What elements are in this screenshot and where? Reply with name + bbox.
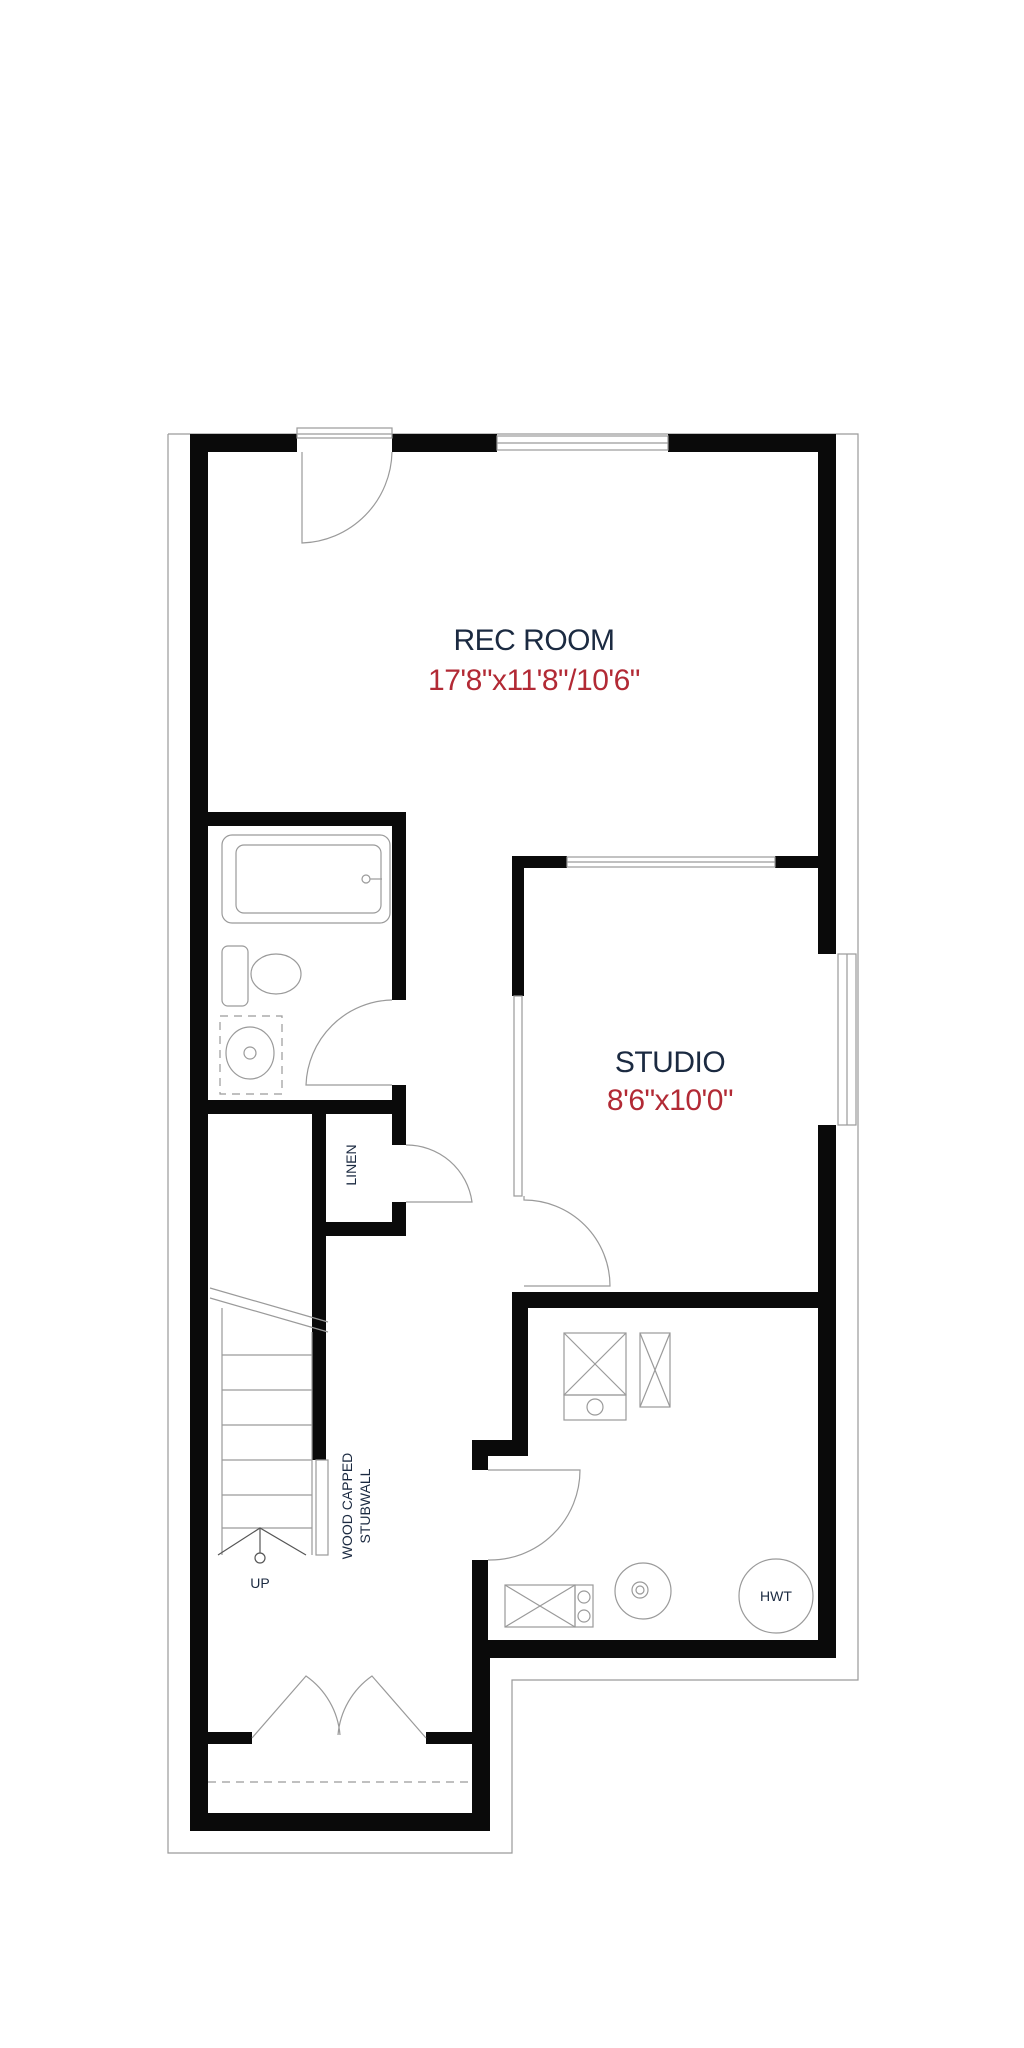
bathroom-fixtures [219, 834, 391, 1095]
stairs-up-label: UP [250, 1575, 269, 1591]
linen-label: LINEN [343, 1144, 359, 1185]
rec-room-dimensions: 17'8"x11'8"/10'6" [428, 664, 640, 697]
studio-name: STUDIO [615, 1046, 725, 1079]
doors [208, 427, 611, 1783]
hwt-label: HWT [760, 1588, 792, 1604]
exterior-outline [167, 433, 859, 1854]
stubwall-label-line2: STUBWALL [357, 1468, 373, 1543]
mechanical-fixtures [504, 1332, 814, 1634]
windows [496, 435, 857, 1197]
stubwall-label-line1: WOOD CAPPED [339, 1453, 355, 1560]
studio-dimensions: 8'6"x10'0" [607, 1084, 733, 1117]
stairs [209, 1287, 329, 1564]
walls [190, 434, 836, 1831]
rec-room-name: REC ROOM [454, 624, 615, 657]
